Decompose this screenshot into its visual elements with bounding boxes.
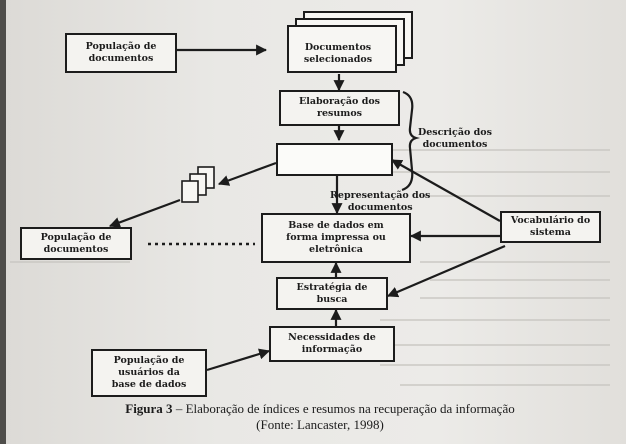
box-label: População de documentos xyxy=(85,41,157,64)
label-descricao-documentos: Descrição dos documentos xyxy=(418,127,492,150)
arrow-vocabulario-to-indexacao xyxy=(391,159,501,222)
box-label: População de documentos xyxy=(40,231,112,255)
box-label: Estratégia de busca xyxy=(296,281,368,305)
box-label: Necessidades de informação xyxy=(288,332,376,355)
figure-caption: Figura 3 – Elaboração de índices e resum… xyxy=(40,401,600,433)
caption-line-2: (Fonte: Lancaster, 1998) xyxy=(256,417,384,432)
box-documentos-selecionados: Documentos selecionados xyxy=(280,33,396,74)
caption-title: – Elaboração de índices e resumos na rec… xyxy=(172,401,515,416)
box-label: Elaboração dos resumos xyxy=(298,96,381,119)
box-elaboracao-resumos: Elaboração dos resumos xyxy=(279,90,400,126)
box-necessidades-informacao: Necessidades de informação xyxy=(269,326,395,362)
box-vocabulario-sistema: Vocabulário do sistema xyxy=(500,211,601,243)
box-label: População de usuários da base de dados xyxy=(111,355,187,390)
small-documents-icon xyxy=(181,166,215,203)
label-representacao-documentos: Representação dos documentos xyxy=(330,190,431,213)
box-estrategia-busca: Estratégia de busca xyxy=(276,277,388,310)
box-label: Documentos selecionados xyxy=(303,41,373,65)
box-populacao-documentos-left: População de documentos xyxy=(20,227,132,260)
box-indexacao-blank xyxy=(276,143,393,176)
arrow-vocabulario-to-estrategia xyxy=(386,244,506,298)
caption-line-1: Figura 3 – Elaboração de índices e resum… xyxy=(40,401,600,417)
box-base-de-dados: Base de dados em forma impressa ou eletr… xyxy=(261,213,411,263)
box-label: Base de dados em forma impressa ou eletr… xyxy=(286,220,386,255)
arrow-usuarios-to-necessidades xyxy=(206,348,271,372)
brace-descricao xyxy=(401,90,420,192)
box-populacao-usuarios: População de usuários da base de dados xyxy=(91,349,207,397)
arrow-docs-to-populacao xyxy=(108,198,181,228)
box-label: Vocabulário do sistema xyxy=(510,215,591,238)
arrow-indexacao-to-docs xyxy=(217,161,277,186)
page-edge xyxy=(0,0,6,444)
caption-figure-label: Figura 3 xyxy=(125,401,173,416)
box-populacao-documentos-top: População de documentos xyxy=(65,33,177,73)
document-stack-icon xyxy=(287,11,413,73)
